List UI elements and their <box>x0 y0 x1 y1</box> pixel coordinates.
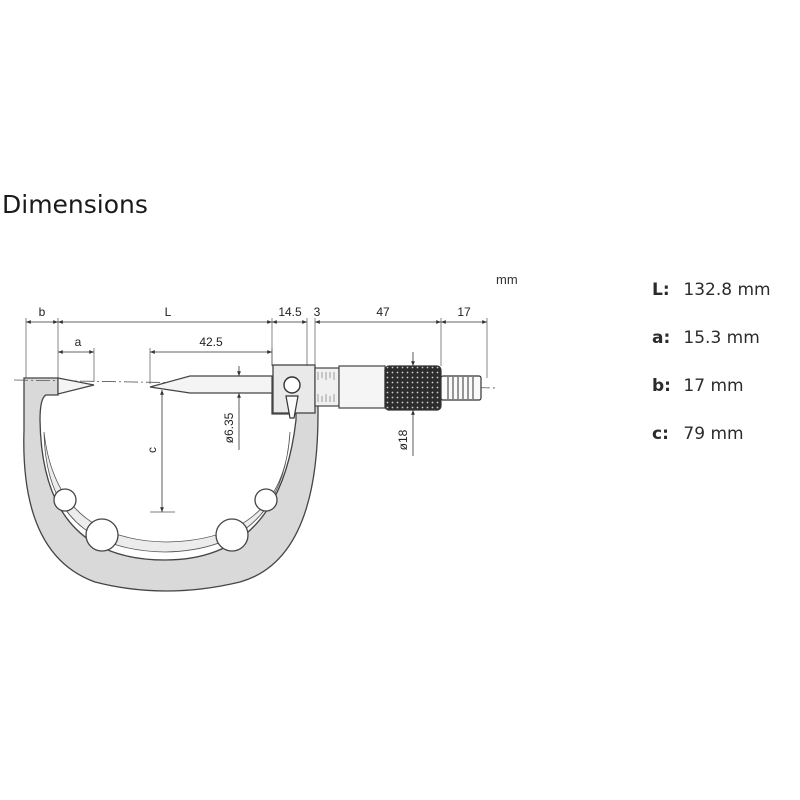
spec-key: c: <box>652 424 669 444</box>
frame-hole <box>53 488 77 512</box>
sleeve <box>314 367 340 407</box>
lock-lever <box>285 395 299 419</box>
ratchet-stop <box>440 375 482 401</box>
dim-label-L: L <box>165 305 172 319</box>
spec-value: 132.8 mm <box>683 280 771 300</box>
knurled-grip <box>384 365 442 411</box>
spec-row-c: c: 79 mm <box>652 424 771 472</box>
spec-list: L: 132.8 mm a: 15.3 mm b: 17 mm c: 79 mm <box>652 280 771 472</box>
spec-key: a: <box>652 328 671 348</box>
dim-label-c: c <box>145 447 159 453</box>
dim-label-47: 47 <box>376 305 390 319</box>
micrometer-diagram: b L 14.5 3 47 17 a 42.5 c ø6.35 ø18 <box>13 305 499 592</box>
dim-label-3: 3 <box>314 305 321 319</box>
dim-label-a: a <box>75 335 82 349</box>
spec-row-b: b: 17 mm <box>652 376 771 424</box>
extension-lines <box>25 318 488 513</box>
anvil-point <box>57 377 95 395</box>
thimble-graduations <box>317 372 335 402</box>
dim-label-17: 17 <box>457 305 471 319</box>
spec-row-L: L: 132.8 mm <box>652 280 771 328</box>
unit-label: mm <box>496 272 518 287</box>
spindle <box>149 375 273 394</box>
thimble <box>338 365 386 409</box>
lock-screw <box>283 376 301 394</box>
frame-hole <box>254 488 278 512</box>
section-heading: Dimensions <box>2 190 148 219</box>
spec-row-a: a: 15.3 mm <box>652 328 771 376</box>
dim-label-42-5: 42.5 <box>199 335 223 349</box>
spec-key: b: <box>652 376 671 396</box>
frame-hole <box>85 518 119 552</box>
spec-value: 15.3 mm <box>683 328 760 348</box>
spec-key: L: <box>652 280 670 300</box>
dim-label-dia-18: ø18 <box>396 429 410 450</box>
dimension-lines <box>26 320 487 512</box>
spec-value: 79 mm <box>683 424 744 444</box>
dim-label-dia-6-35: ø6.35 <box>222 412 236 443</box>
dim-label-14-5: 14.5 <box>278 305 302 319</box>
spec-value: 17 mm <box>683 376 744 396</box>
ratchet-ribs <box>447 377 474 399</box>
dim-label-b: b <box>39 305 46 319</box>
frame-hole <box>215 518 249 552</box>
